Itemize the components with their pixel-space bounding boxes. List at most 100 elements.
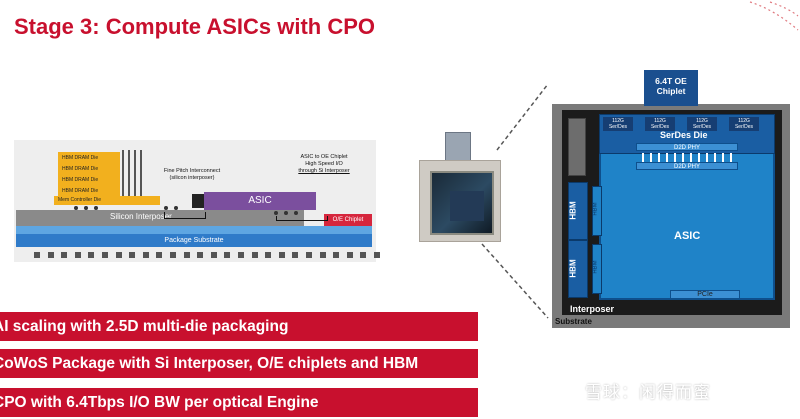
oe-link-label-line2: High Speed I/O [305,161,343,167]
reserved-slot [568,118,586,176]
oe-chiplet-line1: 6.4T OE [655,76,687,86]
d2d-link [690,153,692,162]
package-lid [430,171,494,235]
bga-ball [224,252,231,258]
bga-ball [197,252,204,258]
serdes-cell-rate: 112G [696,118,708,124]
d2d-link [642,153,644,162]
bga-ball [47,252,54,258]
bga-ball [170,252,176,258]
package-die [450,191,484,221]
microbump [74,206,78,210]
d2d-link [722,153,724,162]
bga-ball [142,252,149,258]
bga-ball [102,252,108,258]
package-substrate: Package Substrate [16,234,372,247]
hbm-stack [568,182,588,240]
bullet-item: CPO with 6.4Tbps I/O BW per optical Engi… [0,388,478,417]
bga-ball [238,252,244,258]
d2d-link [730,153,732,162]
oe-link-label-line3: through Si Interposer [298,168,350,174]
hbm-phy-label: HBM [592,202,599,216]
bga-ball [183,252,190,258]
bga-ball [374,252,380,258]
bga-ball [319,252,326,258]
hbm-dram-die: HBM DRAM Die [58,174,120,186]
serdes-cell-label: Ser/Des [650,124,670,130]
substrate-label: Substrate [555,317,592,326]
serdes-cell-rate: 112G [612,118,624,124]
hbm-dram-die: HBM DRAM Die [58,185,120,197]
oe-chiplet-line2: Chiplet [656,86,686,96]
oe-link-label-line1: ASIC to OE Chiplet [300,154,348,160]
silicon-interposer [16,210,304,226]
decorative-arcs [749,1,799,31]
hbm-phy-label: HBM [592,260,599,274]
bga-ball [346,252,353,258]
bga-ball [265,252,272,258]
bga-ball [88,252,95,258]
oe-chiplet-die: O/E Chiplet [324,214,372,226]
pcie-block: PCIe [670,290,740,299]
d2d-phy-bottom: D2D PHY [636,162,738,170]
bga-ball [129,252,136,258]
substrate-top-layer [16,226,372,234]
serdes-die-label: SerDes Die [660,130,708,140]
d2d-link [658,153,660,162]
fine-pitch-label-line2: (silicon interposer) [169,175,215,181]
serdes-cell-rate: 112G [654,118,666,124]
oe-chiplet: 6.4T OE Chiplet [644,70,698,106]
bullet-item: CoWoS Package with Si Interposer, O/E ch… [0,349,478,378]
bga-ball [115,252,122,258]
d2d-link [682,153,684,162]
bga-ball [251,252,258,258]
serdes-cell-label: Ser/Des [692,124,712,130]
fine-pitch-label-line1: Fine Pitch Interconnect [163,168,221,174]
hbm-phy [592,244,602,294]
bga-ball [278,252,285,258]
hbm-label: HBM [568,201,578,220]
tsv [140,150,142,198]
d2d-link [714,153,716,162]
microbump [294,211,298,215]
tsv [128,150,130,198]
d2d-link [706,153,708,162]
serdes-cell-label: Ser/Des [608,124,628,130]
bga-ball [210,252,217,258]
interconnect-trace [164,212,206,219]
oe-link-label: ASIC to OE Chiplet High Speed I/O throug… [284,154,364,175]
page-title: Stage 3: Compute ASICs with CPO [14,14,376,39]
interposer-label: Interposer [570,304,615,314]
asic-die: ASIC [204,192,316,210]
tsv [122,150,124,198]
package-cross-section: HBM DRAM Die HBM DRAM Die HBM DRAM Die H… [14,140,376,262]
tsv [134,150,136,198]
bga-ball [74,252,81,258]
bga-ball [156,252,163,258]
microbump [84,206,88,210]
bga-ball [61,252,68,258]
d2d-phy-top: D2D PHY [636,143,738,151]
microbump [174,206,178,210]
asic-label: ASIC [674,230,701,242]
interconnect-trace [276,216,328,221]
hbm-label: HBM [568,259,578,278]
hbm-dram-die: HBM DRAM Die [58,163,120,175]
bga-ball [360,252,367,258]
fine-pitch-label: Fine Pitch Interconnect (silicon interpo… [152,168,232,182]
watermark: 雪球：闲得而蜜 [585,383,711,402]
package-photo [419,160,501,242]
hbm-dram-die: HBM DRAM Die [58,152,120,164]
bga-ball [306,252,312,258]
microbump [94,206,98,210]
mem-controller-die: Mem Controller Die [54,196,160,205]
hbm-phy [592,186,602,236]
serdes-cell-rate: 112G [738,118,750,124]
bga-ball [292,252,299,258]
d2d-link [666,153,668,162]
